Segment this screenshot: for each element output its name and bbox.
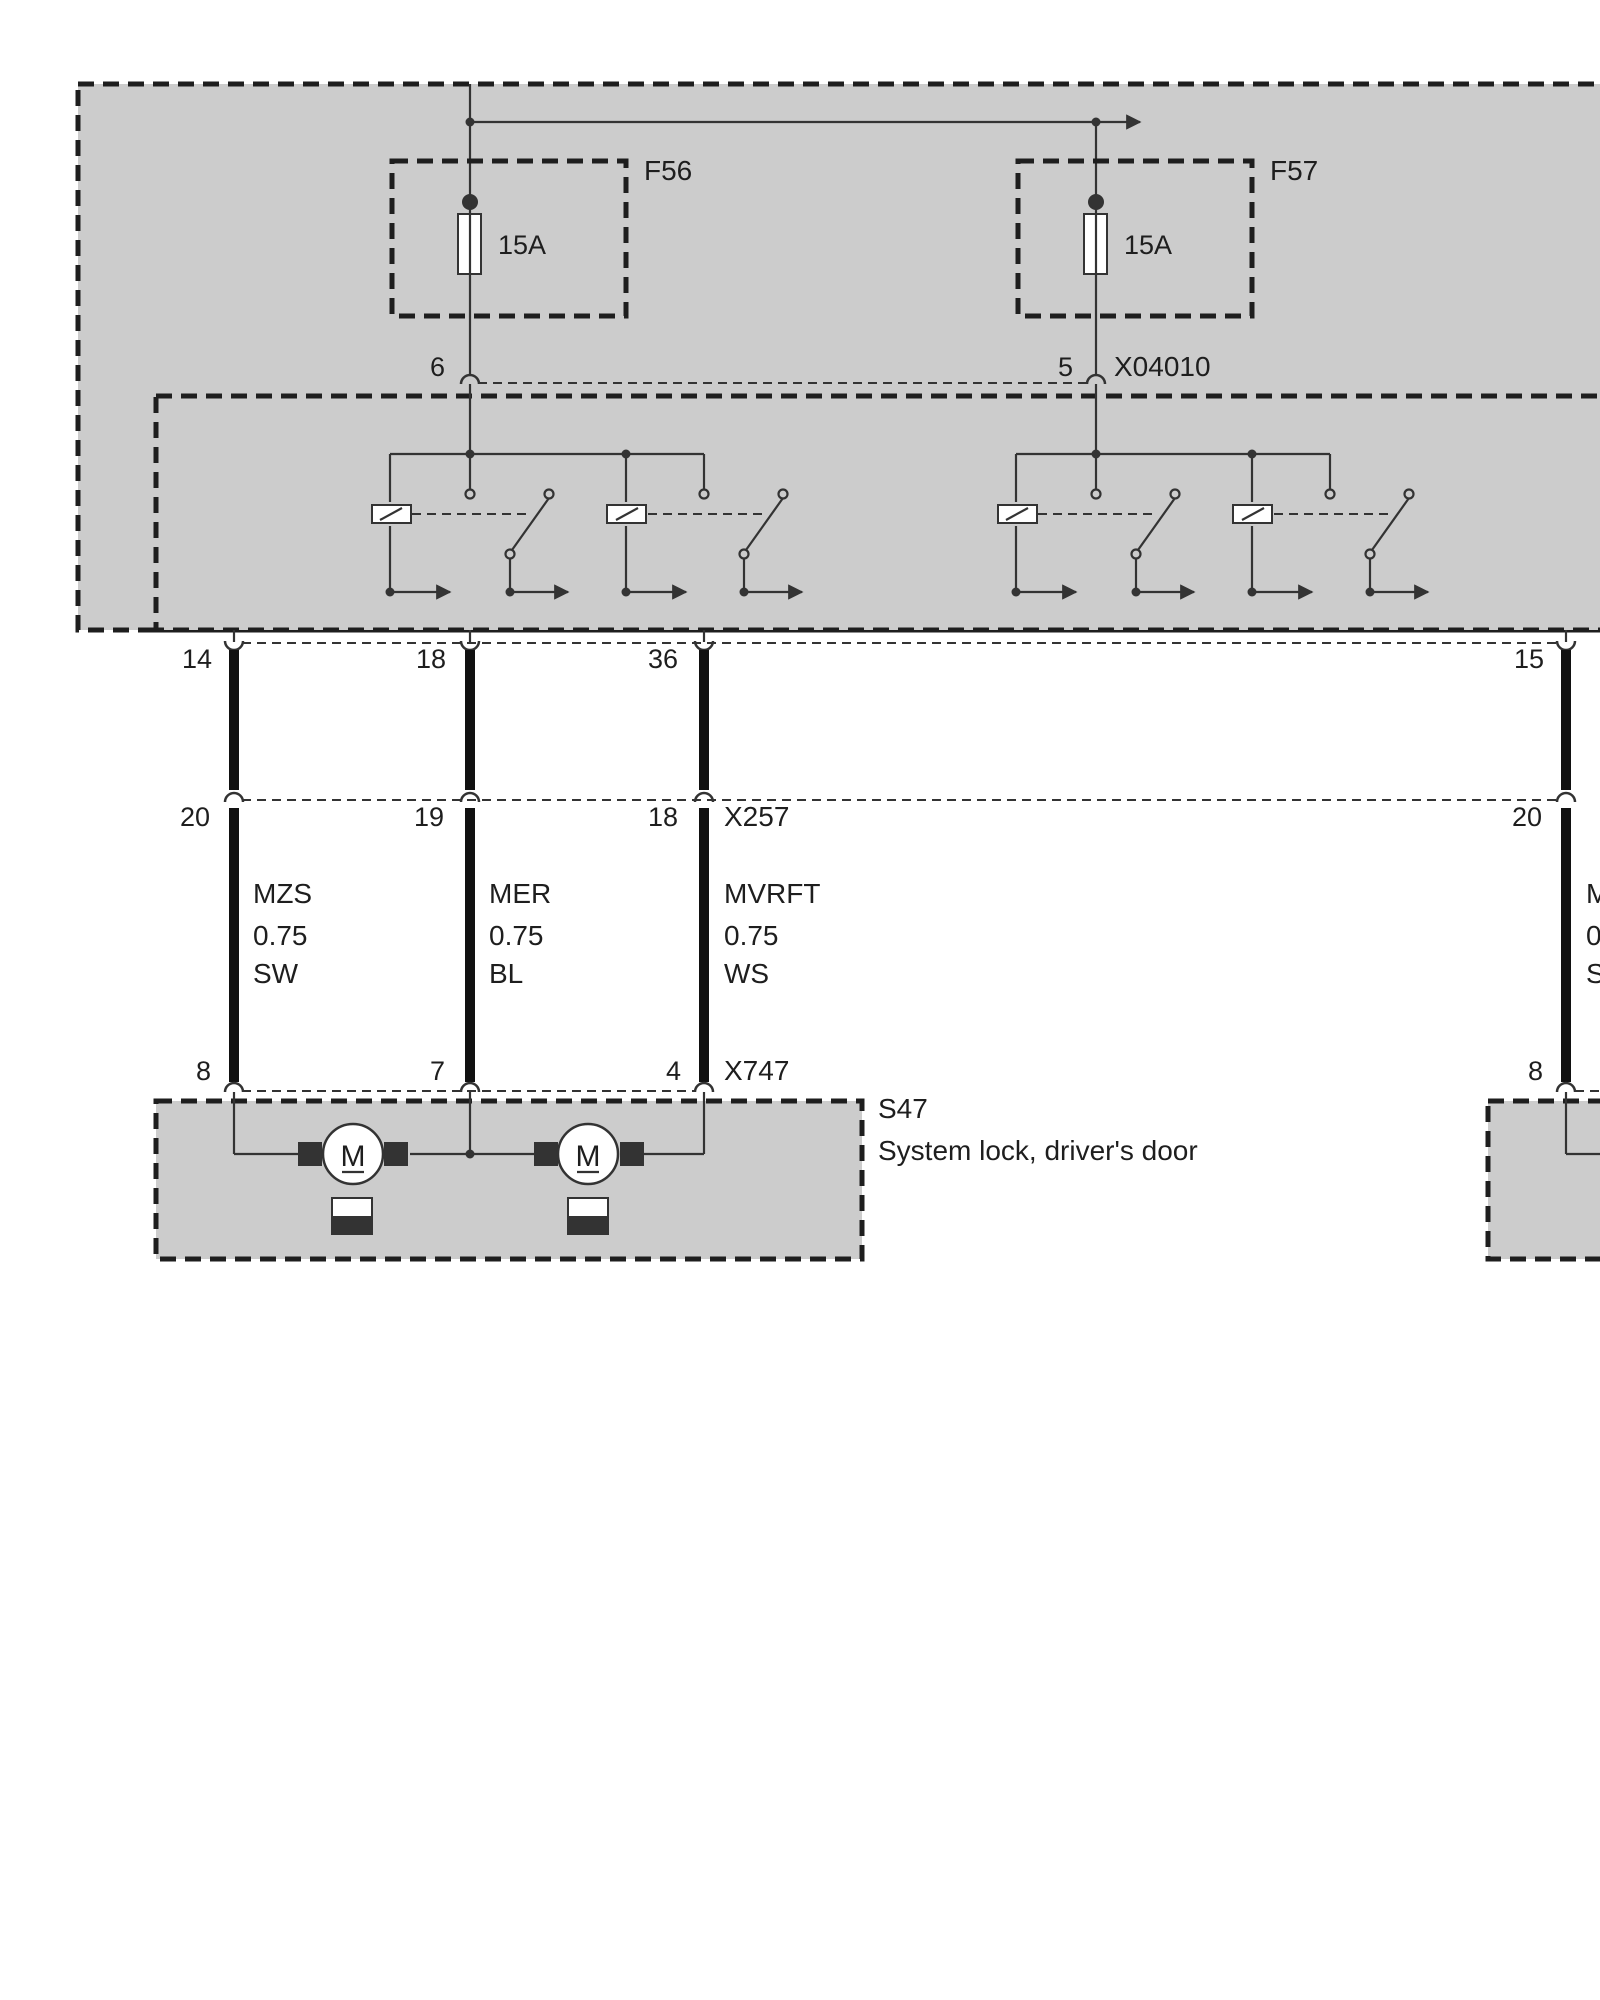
connector-x747: 8 7 4 8 X747: [196, 1055, 1600, 1093]
wire-label-clipped: M 0 S: [1586, 878, 1600, 989]
harness-upper: [229, 650, 1571, 790]
component-s47-description: System lock, driver's door: [878, 1135, 1198, 1166]
motor-label: M: [576, 1140, 601, 1173]
wire-name: MER: [489, 878, 551, 909]
motor-label: M: [341, 1140, 366, 1173]
wire-name: M: [1586, 878, 1600, 909]
component-s47-id: S47: [878, 1093, 928, 1124]
wire-gauge: 0.75: [489, 920, 544, 951]
pin-label: 4: [666, 1056, 681, 1086]
wire-label-mer: MER 0.75 BL: [489, 878, 551, 989]
pin-label: 15: [1514, 644, 1544, 674]
pin-label: 7: [430, 1056, 445, 1086]
wire-color: WS: [724, 958, 769, 989]
connector-x04010-label: X04010: [1114, 351, 1211, 382]
connector-module-output: 14 18 36 15: [182, 640, 1577, 674]
pin-label: 19: [414, 802, 444, 832]
pin-label: 6: [430, 352, 445, 382]
supply-feed: [465, 84, 1142, 202]
component-right-clipped: [1485, 1092, 1600, 1262]
pin-label: 18: [648, 802, 678, 832]
fuse-f56-label: F56: [644, 155, 692, 186]
relay-group-left: [371, 384, 804, 600]
wire-name: MVRFT: [724, 878, 820, 909]
wire-label-mzs: MZS 0.75 SW: [253, 878, 312, 989]
pin-label: 20: [1512, 802, 1542, 832]
wire-color: S: [1586, 958, 1600, 989]
connector-x257: 20 19 18 20 X257: [180, 791, 1577, 832]
pin-label: 20: [180, 802, 210, 832]
fuse-f57: F57 15A: [1015, 155, 1318, 374]
wire-color: SW: [253, 958, 299, 989]
fuse-f56: F56 15A: [389, 155, 692, 374]
pin-label: 18: [416, 644, 446, 674]
fuse-f56-rating: 15A: [498, 230, 546, 260]
pin-label: 14: [182, 644, 212, 674]
fuse-f57-rating: 15A: [1124, 230, 1172, 260]
fuse-f57-label: F57: [1270, 155, 1318, 186]
module-internal-links: [232, 630, 1568, 642]
wire-gauge: 0.75: [253, 920, 308, 951]
pin-label: 5: [1058, 352, 1073, 382]
pin-label: 8: [1528, 1056, 1543, 1086]
pin-label: 8: [196, 1056, 211, 1086]
component-s47: S47 System lock, driver's door M M: [153, 1092, 1198, 1262]
connector-x257-label: X257: [724, 801, 789, 832]
harness-lower: [229, 808, 1571, 1082]
relay-group-right: [997, 384, 1430, 600]
wire-color: BL: [489, 958, 523, 989]
wire-label-mvrft: MVRFT 0.75 WS: [724, 878, 820, 989]
wire-gauge: 0: [1586, 920, 1600, 951]
pin-label: 36: [648, 644, 678, 674]
motor-icon: M: [534, 1122, 644, 1235]
connector-x747-label: X747: [724, 1055, 789, 1086]
wire-name: MZS: [253, 878, 312, 909]
motor-icon: M: [298, 1122, 408, 1235]
wire-gauge: 0.75: [724, 920, 779, 951]
connector-x04010: 6 5 X04010: [430, 351, 1211, 385]
